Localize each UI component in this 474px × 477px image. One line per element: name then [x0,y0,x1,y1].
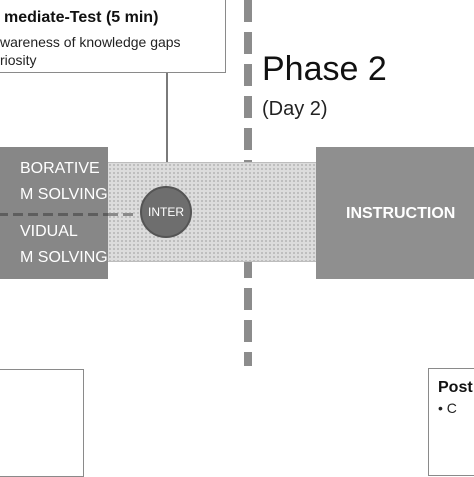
callout-line-curiosity: riosity [0,52,37,68]
callout-title: mediate-Test (5 min) [4,9,159,26]
inter-label: INTER [148,205,184,219]
individual-label-line1: VIDUAL [20,223,78,240]
callout-line-knowledge-gaps: wareness of knowledge gaps [0,34,181,50]
phase-title: Phase 2 [262,50,387,88]
condition-divider-extension [108,213,138,216]
individual-label-line2: M SOLVING [20,249,108,266]
collaborative-label-line1: BORATIVE [20,160,100,177]
inter-circle: INTER [140,186,192,238]
collaborative-label-line2: M SOLVING [20,186,108,203]
intermediate-test-callout [0,0,226,73]
condition-divider [0,213,108,216]
bottom-left-box [0,369,84,477]
post-test-title: Post [438,379,473,396]
instruction-block [316,147,474,279]
post-test-item: • C [438,400,457,416]
phase-subtitle: (Day 2) [262,98,328,120]
callout-connector [166,73,168,163]
instruction-label: INSTRUCTION [346,205,456,222]
